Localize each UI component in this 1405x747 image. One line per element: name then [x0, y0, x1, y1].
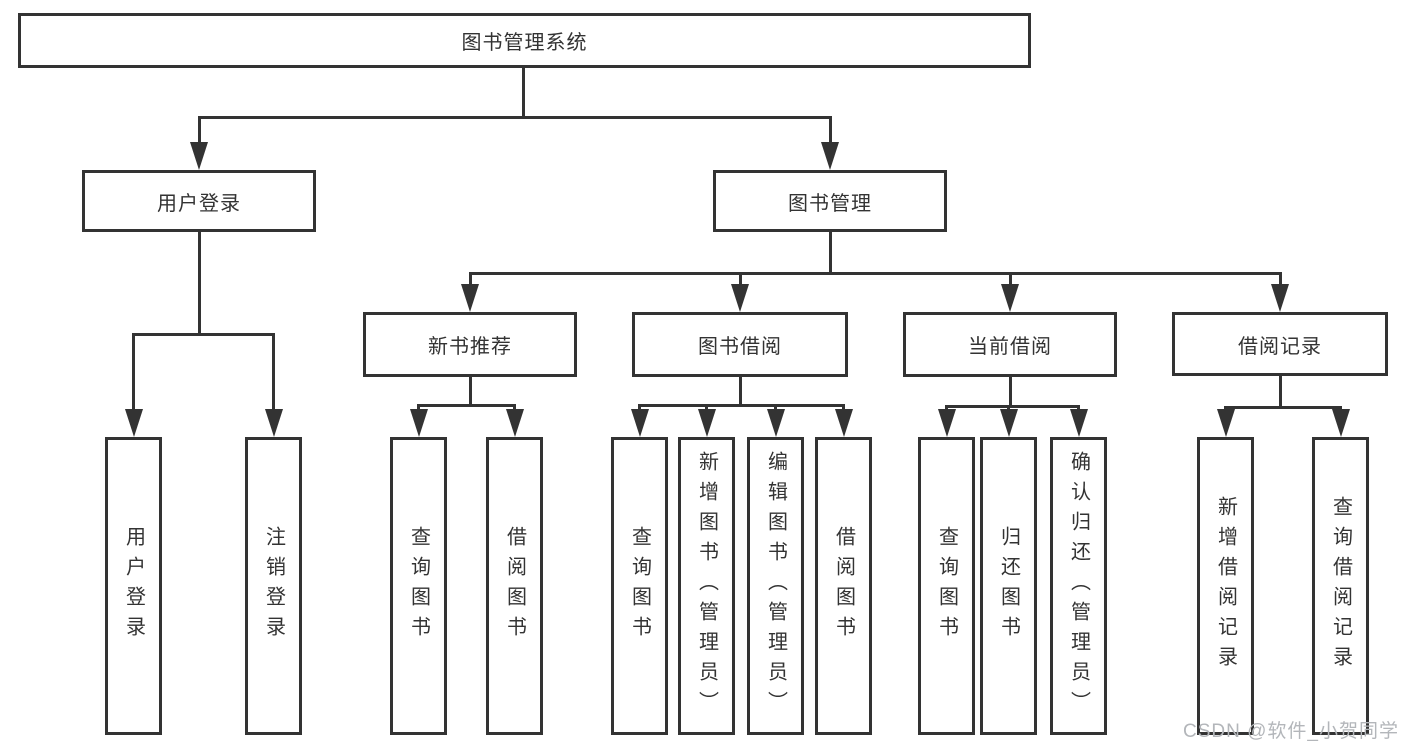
node-new-book-recommend: 新书推荐	[363, 312, 577, 377]
leaf-add-books-admin: 新增图书（管理员）	[678, 437, 735, 735]
connector-drop	[468, 273, 472, 285]
arrow-down-icon	[1001, 284, 1019, 312]
connector-stem	[468, 377, 472, 407]
leaf-query-borrow-record: 查询借阅记录	[1312, 437, 1369, 735]
leaf-return-books: 归还图书	[980, 437, 1037, 735]
connector-drop	[272, 334, 275, 410]
connector-drop	[417, 405, 420, 410]
arrow-down-icon	[999, 409, 1018, 437]
connector-drop	[945, 406, 948, 410]
connector-split	[638, 403, 845, 407]
connector-stem	[197, 232, 201, 336]
leaf-query-books-borrow: 查询图书	[611, 437, 668, 735]
arrow-down-icon	[821, 142, 839, 170]
node-book-borrowing: 图书借阅	[632, 312, 848, 377]
node-current-borrowing: 当前借阅	[903, 312, 1117, 377]
leaf-query-books-current: 查询图书	[918, 437, 975, 735]
connector-split	[1224, 405, 1342, 409]
connector-drop	[1008, 273, 1012, 285]
arrow-down-icon	[461, 284, 479, 312]
leaf-edit-books-admin: 编辑图书（管理员）	[747, 437, 804, 735]
connector-drop	[842, 405, 845, 410]
node-book-management: 图书管理	[713, 170, 947, 232]
connector-split	[417, 403, 516, 407]
arrow-down-icon	[937, 409, 956, 437]
connector-stem	[1278, 376, 1282, 409]
leaf-borrow-books-recommend: 借阅图书	[486, 437, 543, 735]
connector-split	[132, 332, 275, 336]
node-library-system: 图书管理系统	[18, 13, 1031, 68]
connector-split	[945, 404, 1080, 408]
arrow-down-icon	[505, 409, 524, 437]
leaf-query-books-recommend: 查询图书	[390, 437, 447, 735]
connector-stem	[738, 377, 742, 407]
connector-drop	[738, 273, 742, 285]
leaf-logout: 注销登录	[245, 437, 302, 735]
connector-drop	[1077, 406, 1080, 410]
arrow-down-icon	[264, 409, 283, 437]
connector-stem	[521, 68, 525, 119]
node-user-login: 用户登录	[82, 170, 316, 232]
node-borrow-records: 借阅记录	[1172, 312, 1388, 376]
connector-drop	[705, 405, 708, 410]
leaf-add-borrow-record: 新增借阅记录	[1197, 437, 1254, 735]
connector-drop	[1339, 407, 1342, 410]
connector-drop	[1278, 273, 1282, 285]
connector-stem	[828, 232, 832, 275]
arrow-down-icon	[190, 142, 208, 170]
leaf-confirm-return-admin: 确认归还（管理员）	[1050, 437, 1107, 735]
connector-drop	[638, 405, 641, 410]
arrow-down-icon	[124, 409, 143, 437]
arrow-down-icon	[834, 409, 853, 437]
connector-drop	[197, 117, 201, 143]
arrow-down-icon	[1331, 409, 1350, 437]
connector-split	[197, 115, 832, 119]
connector-split	[468, 271, 1282, 275]
watermark: CSDN @软件_小贺同学	[1183, 721, 1399, 742]
leaf-user-login: 用户登录	[105, 437, 162, 735]
arrow-down-icon	[409, 409, 428, 437]
arrow-down-icon	[731, 284, 749, 312]
arrow-down-icon	[1216, 409, 1235, 437]
leaf-borrow-books: 借阅图书	[815, 437, 872, 735]
connector-drop	[132, 334, 135, 410]
connector-drop	[1007, 406, 1010, 410]
connector-drop	[828, 117, 832, 143]
arrow-down-icon	[1271, 284, 1289, 312]
connector-drop	[1224, 407, 1227, 410]
arrow-down-icon	[697, 409, 716, 437]
arrow-down-icon	[630, 409, 649, 437]
arrow-down-icon	[766, 409, 785, 437]
connector-drop	[513, 405, 516, 410]
connector-drop	[774, 405, 777, 410]
connector-stem	[1008, 377, 1012, 408]
arrow-down-icon	[1069, 409, 1088, 437]
